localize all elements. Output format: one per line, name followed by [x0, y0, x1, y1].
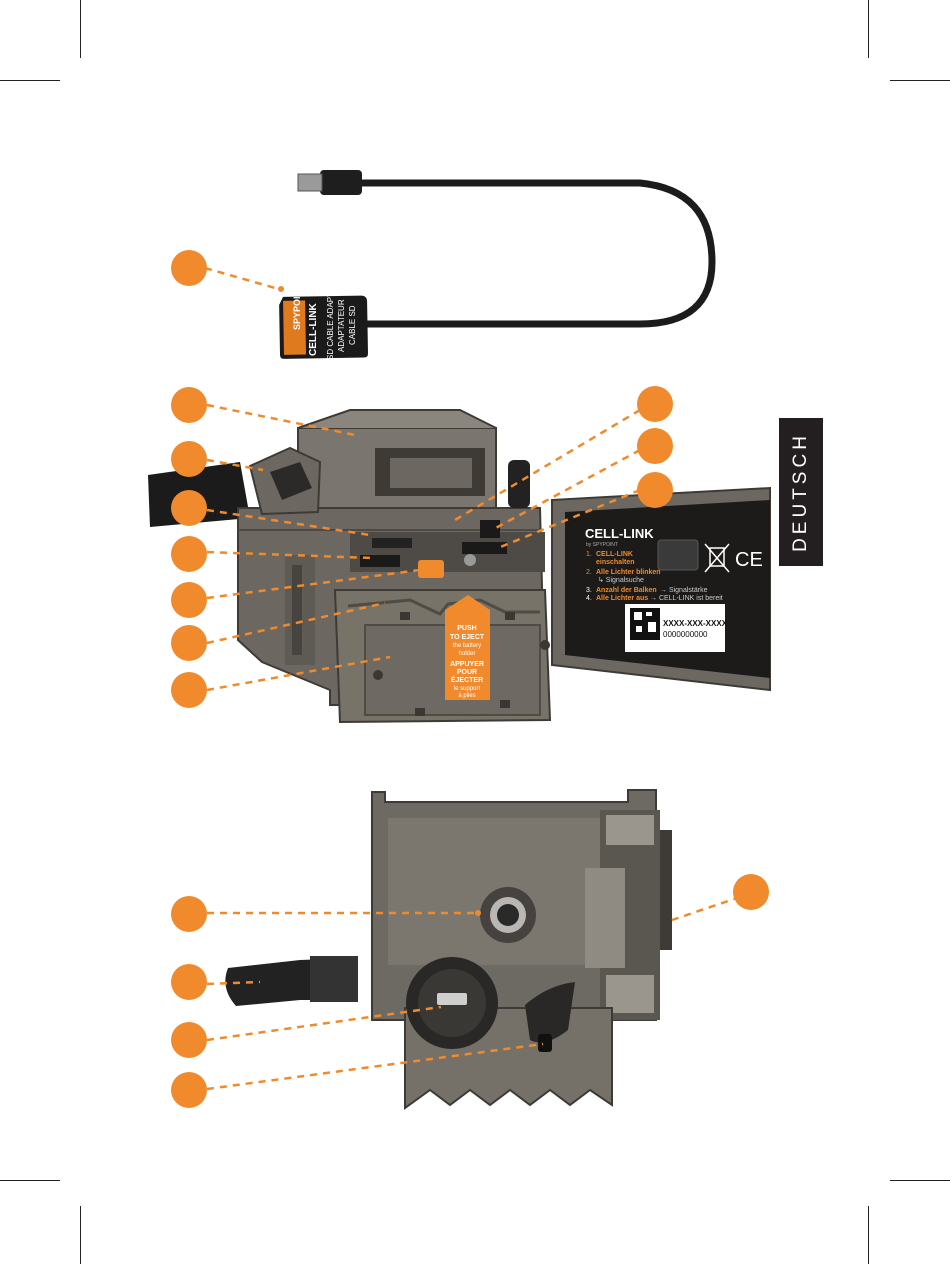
callout-marker [637, 386, 673, 422]
battery-appuyer-label: APPUYER [450, 661, 484, 668]
door-step-num: 1. [586, 551, 592, 558]
callout-marker [733, 874, 769, 910]
language-tab-label: DEUTSCH [790, 432, 811, 552]
crop-mark [0, 1180, 60, 1181]
door-step-num: 4. [586, 595, 592, 602]
callout-marker [171, 672, 207, 708]
door-step-rest: ↳ Signalsuche [598, 576, 644, 584]
door-steps: 1. CELL-LINK einschalten 2. Alle Lichter… [586, 551, 723, 602]
battery-support-label: le support [454, 686, 481, 692]
battery-push-label: PUSH [457, 625, 476, 632]
sd-card-product: CELL-LINK [308, 302, 319, 356]
language-tab: DEUTSCH [779, 418, 823, 566]
door-subtitle: by SPYPOINT [586, 542, 618, 548]
door-step-orange: Alle Lichter blinken [596, 569, 661, 576]
crop-mark [80, 1206, 81, 1264]
callout-marker [171, 625, 207, 661]
door-step-rest: → CELL-LINK ist bereit [650, 595, 723, 602]
recycle-bin-icon [704, 543, 730, 573]
sd-card-line2: ADAPTATEUR [337, 299, 346, 352]
door-step-num: 3. [586, 587, 592, 594]
crop-mark [0, 80, 60, 81]
callout-marker [171, 490, 207, 526]
callout-marker [171, 441, 207, 477]
camera-back-image [225, 789, 672, 1110]
crop-mark [890, 1180, 950, 1181]
ce-mark: CE [735, 549, 763, 571]
sd-card-brand: SPYPOINT [292, 284, 302, 330]
callout-marker [171, 582, 207, 618]
battery-holder-label-1: the battery [453, 643, 481, 649]
door-title: CELL-LINK [585, 526, 654, 541]
battery-ejecter-label: ÉJECTER [451, 675, 483, 684]
battery-holder-label-2: holder [459, 651, 476, 657]
crop-mark [80, 0, 81, 58]
callout-marker [637, 472, 673, 508]
callout-marker [171, 387, 207, 423]
door-step-orange: CELL-LINK [596, 551, 633, 558]
camera-open-image [148, 409, 771, 724]
crop-mark [868, 0, 869, 58]
callout-marker [637, 428, 673, 464]
door-step-rest: → Signalstärke [660, 587, 708, 594]
sd-card-line3: CABLE SD [348, 305, 357, 345]
crop-mark [868, 1206, 869, 1264]
door-step-orange: Alle Lichter aus [596, 595, 648, 602]
battery-pour-label: POUR [457, 669, 477, 676]
crop-mark [890, 80, 950, 81]
door-step-orange2: einschalten [596, 559, 635, 566]
door-serial: 0000000000 [663, 630, 708, 639]
battery-eject-label: TO EJECT [450, 634, 485, 641]
sd-card-line1: SD CABLE ADAPTER [326, 281, 335, 360]
battery-piles-label: à piles [458, 693, 475, 699]
door-step-orange: Anzahl der Balken [596, 587, 657, 594]
callout-marker [171, 250, 207, 286]
callout-marker [171, 536, 207, 572]
callout-marker [171, 1022, 207, 1058]
callout-marker [171, 896, 207, 932]
callout-marker [171, 1072, 207, 1108]
callout-marker [171, 964, 207, 1000]
door-step-num: 2. [586, 569, 592, 576]
door-id-code: XXXX-XXX-XXXX [663, 619, 728, 628]
sd-cable-adapter-image [279, 170, 716, 359]
